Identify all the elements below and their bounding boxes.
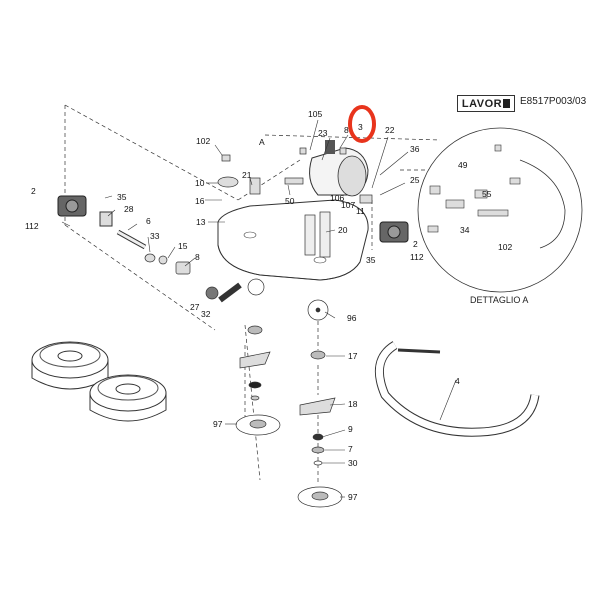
part-label: 7 bbox=[348, 444, 353, 454]
part-label: 10 bbox=[195, 178, 205, 188]
highlight-ring bbox=[348, 105, 376, 143]
part-label: 30 bbox=[348, 458, 358, 468]
brand-text: LAVOR bbox=[461, 97, 503, 110]
part-label: 2 bbox=[413, 239, 418, 249]
part-label: 6 bbox=[146, 216, 151, 226]
gearbox-left bbox=[57, 195, 147, 250]
lower-center-stack bbox=[297, 350, 343, 508]
part-label: 9 bbox=[348, 424, 353, 434]
part-label: 105 bbox=[308, 109, 322, 119]
brand-square-icon bbox=[503, 99, 511, 108]
bumper-strip bbox=[374, 341, 540, 437]
part-label: 8 bbox=[195, 252, 200, 262]
deck-plate bbox=[217, 199, 369, 281]
part-label: 4 bbox=[455, 376, 460, 386]
part-label: 50 bbox=[285, 196, 295, 206]
part-label: 97 bbox=[213, 419, 223, 429]
part-label: 20 bbox=[338, 225, 348, 235]
brand-logo: LAVOR bbox=[457, 95, 515, 112]
part-label: 97 bbox=[348, 492, 358, 502]
part-labels: 105 8 23 3 22 102 36 10 21 25 16 50 106 … bbox=[25, 109, 512, 502]
part-label: 15 bbox=[178, 241, 188, 251]
part-label: 11 bbox=[356, 206, 365, 216]
motor bbox=[309, 140, 369, 197]
part-label: 112 bbox=[25, 221, 39, 231]
part-label: 3 bbox=[358, 122, 363, 132]
part-label: 28 bbox=[124, 204, 134, 214]
part-label: 18 bbox=[348, 399, 358, 409]
part-label: 25 bbox=[410, 175, 420, 185]
brush-discs bbox=[31, 341, 167, 422]
part-label: 13 bbox=[196, 217, 206, 227]
detail-marker: A bbox=[259, 137, 265, 147]
part-label: 34 bbox=[460, 225, 470, 235]
part-label: 36 bbox=[410, 144, 420, 154]
part-label: 107 bbox=[341, 200, 355, 210]
drawing-code: E8517P003/03 bbox=[520, 96, 587, 107]
part-label: 35 bbox=[117, 192, 127, 202]
part-label: 96 bbox=[347, 313, 357, 323]
part-label: 17 bbox=[348, 351, 358, 361]
part-label: 8 bbox=[344, 125, 349, 135]
part-label: 106 bbox=[330, 193, 344, 203]
lower-left-assembly bbox=[235, 325, 281, 436]
part-label: 102 bbox=[196, 136, 210, 146]
part-label: 112 bbox=[410, 252, 424, 262]
detail-caption: DETTAGLIO A bbox=[470, 295, 529, 305]
part-label: 33 bbox=[150, 231, 160, 241]
part-label: 102 bbox=[498, 242, 512, 252]
part-label: 21 bbox=[242, 170, 252, 180]
part-label: 16 bbox=[195, 196, 205, 206]
detail-a-circle bbox=[417, 127, 583, 293]
leader-lines bbox=[61, 119, 457, 498]
part-label: 32 bbox=[201, 309, 211, 319]
part-label: 27 bbox=[190, 302, 200, 312]
part-label: 23 bbox=[318, 128, 328, 138]
small-hardware bbox=[144, 147, 373, 321]
part-label: 55 bbox=[482, 189, 492, 199]
part-label: 35 bbox=[366, 255, 376, 265]
part-label: 22 bbox=[385, 125, 395, 135]
part-label: 2 bbox=[31, 186, 36, 196]
gearbox-right bbox=[379, 221, 409, 243]
part-label: 49 bbox=[458, 160, 468, 170]
